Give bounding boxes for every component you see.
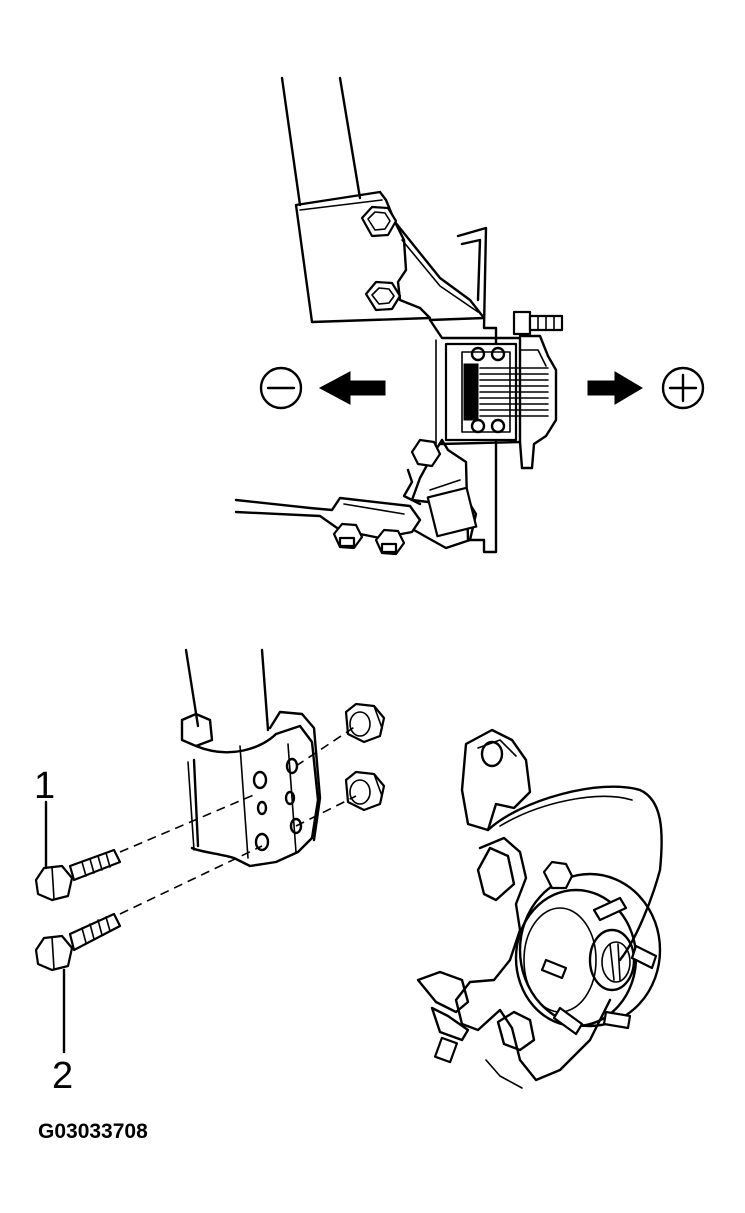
alignment-lines — [119, 725, 357, 915]
strut-tube-top — [280, 76, 362, 207]
strut-clamp-bracket — [180, 710, 322, 868]
strut-bracket-top — [294, 190, 486, 324]
lower-bolt-head — [364, 280, 402, 312]
exploded-assembly-view: 1 2 G03033708 — [34, 648, 663, 1143]
hub-flange — [518, 334, 558, 470]
callout-1: 1 — [34, 765, 55, 807]
upper-bolt-head — [360, 205, 398, 238]
wheel-studs — [540, 896, 658, 1036]
standard-bolt — [34, 912, 122, 972]
minus-direction-indicator — [259, 366, 386, 410]
lower-knuckle — [402, 438, 478, 550]
plus-direction-indicator — [587, 366, 705, 410]
top-assembly-view — [234, 76, 705, 556]
hub-bearing — [444, 342, 549, 442]
camber-bolt — [34, 848, 122, 902]
control-arm-nuts — [332, 522, 406, 556]
callout-2: 2 — [52, 1055, 73, 1097]
strut-tube-bottom — [184, 648, 270, 851]
knuckle-hub-assembly — [416, 728, 663, 1089]
splined-shaft — [479, 367, 549, 417]
lower-control-arm — [234, 496, 422, 540]
nut-upper — [344, 702, 386, 744]
wheel-stud-top — [512, 310, 564, 336]
steering-knuckle-top — [428, 226, 522, 554]
bracket-holes — [252, 757, 303, 852]
nut-lower — [344, 770, 386, 812]
figure-id: G03033708 — [38, 1120, 148, 1143]
